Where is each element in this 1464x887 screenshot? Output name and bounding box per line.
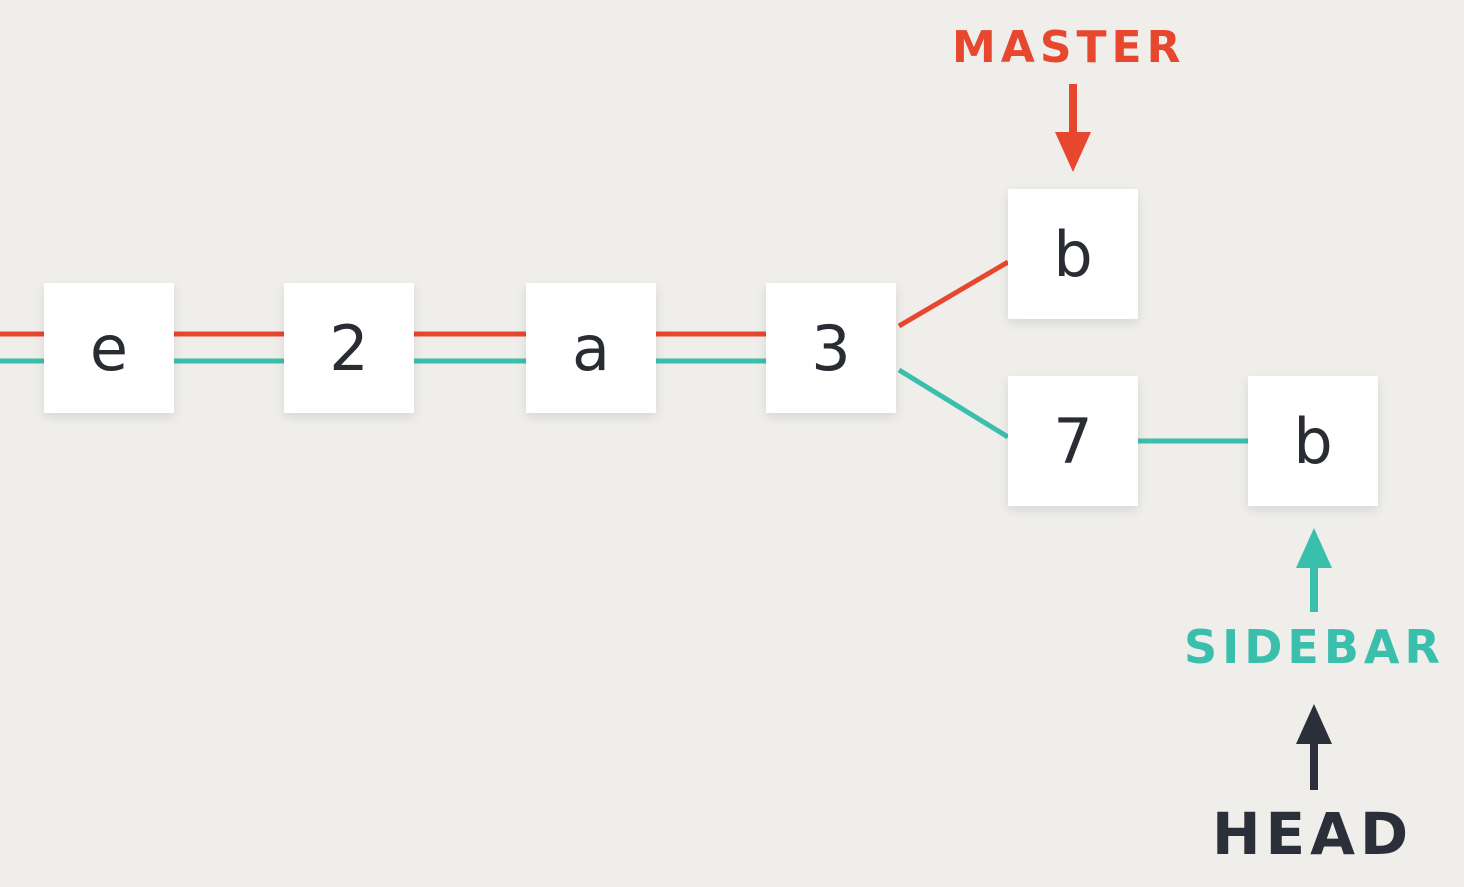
commit-b-master: b [1008, 189, 1138, 319]
commit-3: 3 [766, 283, 896, 413]
commit-7: 7 [1008, 376, 1138, 506]
commit-label: b [1053, 217, 1093, 291]
master-arrow-icon [1055, 84, 1091, 172]
commit-b-sidebar: b [1248, 376, 1378, 506]
master-branch-label: MASTER [952, 22, 1186, 73]
commit-label: b [1293, 404, 1333, 478]
edge-sidebar-3-7 [897, 367, 1010, 440]
head-arrow-icon [1296, 704, 1332, 790]
commit-label: 7 [1053, 404, 1093, 478]
commit-a: a [526, 283, 656, 413]
commit-label: a [572, 311, 610, 385]
sidebar-branch-label: SIDEBAR [1184, 620, 1445, 674]
commit-e: e [44, 283, 174, 413]
commit-2: 2 [284, 283, 414, 413]
sidebar-arrow-icon [1296, 528, 1332, 612]
commit-label: e [89, 311, 129, 385]
commit-label: 3 [811, 311, 851, 385]
commit-label: 2 [329, 311, 369, 385]
edge-master-3-b [897, 259, 1010, 329]
head-pointer-label: HEAD [1212, 800, 1414, 868]
